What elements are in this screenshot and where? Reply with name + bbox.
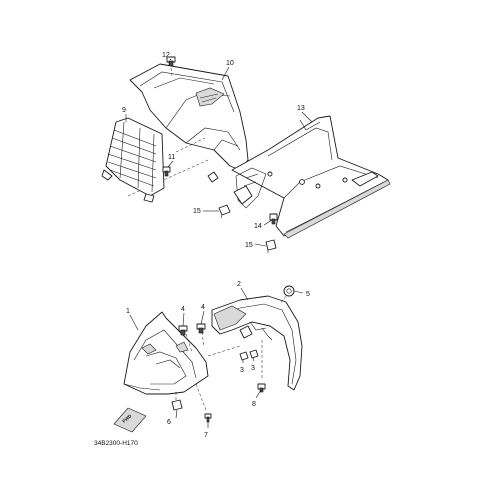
callout-3-left: 3	[240, 367, 244, 374]
part-13-floor-panel[interactable]	[231, 115, 391, 239]
part-7-screw[interactable]	[204, 413, 212, 423]
part-2-rear-fender[interactable]	[211, 295, 303, 391]
callout-9: 9	[122, 107, 126, 114]
callout-10: 10	[226, 60, 234, 67]
part-6-grommet[interactable]	[171, 399, 183, 411]
part-clip-left[interactable]	[207, 171, 219, 183]
part-11-screw[interactable]	[162, 166, 171, 177]
part-3-collar-right[interactable]	[249, 349, 259, 359]
callout-3-right: 3	[251, 365, 255, 372]
part-15-clip-upper[interactable]	[218, 204, 231, 219]
callout-15-upper: 15	[193, 208, 201, 215]
callout-13: 13	[297, 105, 305, 112]
part-5-grommet[interactable]	[283, 285, 295, 297]
diagram-code: 34B2300-H170	[94, 440, 138, 447]
part-1-front-fender[interactable]	[123, 311, 209, 395]
callout-4-left: 4	[181, 306, 185, 313]
callout-labels: 12 10 9 11 13 15 14 15 1 2 5 4 4 3 3 8 6…	[122, 52, 310, 439]
callout-11: 11	[168, 154, 175, 161]
part-3-collar-left[interactable]	[239, 351, 249, 361]
part-15-clip-lower[interactable]	[265, 239, 277, 253]
fwd-label: FWD	[121, 413, 133, 424]
callout-6: 6	[167, 419, 171, 426]
callout-14: 14	[254, 223, 262, 230]
fwd-direction-arrow: FWD	[113, 407, 147, 433]
callout-8: 8	[252, 401, 256, 408]
leader-lines	[125, 58, 313, 428]
callout-4-right: 4	[201, 304, 205, 311]
callout-2: 2	[237, 281, 241, 288]
part-4-bolt-right[interactable]	[196, 323, 206, 334]
part-8-screw[interactable]	[257, 383, 266, 393]
callout-1: 1	[126, 308, 130, 315]
callout-5: 5	[306, 291, 310, 298]
callout-15-lower: 15	[245, 242, 253, 249]
part-9-grille[interactable]	[101, 117, 165, 203]
callout-7: 7	[204, 432, 208, 439]
part-14-screw[interactable]	[269, 213, 278, 225]
callout-12: 12	[162, 52, 170, 59]
